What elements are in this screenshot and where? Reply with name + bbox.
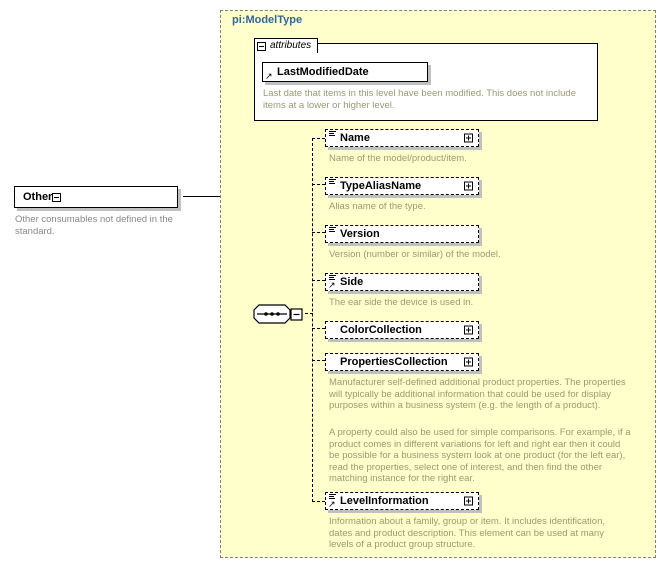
- plus-toggle-icon[interactable]: [464, 357, 473, 367]
- tree-branch-version: [312, 232, 325, 233]
- element-other[interactable]: Other: [14, 186, 178, 208]
- element-typealiasname-label: TypeAliasName: [340, 180, 422, 192]
- tree-stub-sequence: [305, 313, 313, 314]
- minus-toggle-icon[interactable]: [257, 41, 266, 51]
- plus-toggle-icon[interactable]: [464, 325, 473, 335]
- documentation-icon: [329, 494, 336, 501]
- element-name[interactable]: Name: [325, 129, 479, 147]
- element-side-label: Side: [340, 276, 364, 288]
- plus-toggle-icon[interactable]: [464, 181, 473, 191]
- sequence-compositor-icon: [253, 304, 303, 324]
- tree-branch-side: [312, 280, 325, 281]
- element-propertiescollection-annotation: Manufacturer self-defined additional pro…: [329, 377, 626, 411]
- element-side[interactable]: ↗ Side: [325, 273, 479, 291]
- tree-branch-name: [312, 138, 325, 139]
- tree-trunk: [312, 138, 313, 502]
- tree-branch-typealiasname: [312, 184, 325, 185]
- arrow-icon: ↗: [328, 499, 336, 509]
- attribute-lastmodifieddate[interactable]: ↗ LastModifiedDate: [262, 62, 428, 82]
- documentation-icon: [329, 179, 336, 186]
- element-levelinformation-label: LevelInformation: [340, 495, 429, 507]
- attributes-tab-label: attributes: [270, 40, 312, 51]
- element-propertiescollection-annotation-2: A property could also be used for simple…: [329, 427, 631, 484]
- element-side-annotation: The ear side the device is used in.: [329, 297, 474, 308]
- attribute-lastmodifieddate-label: LastModifiedDate: [277, 66, 369, 78]
- connector-other-to-type: [183, 196, 207, 197]
- tree-branch-colorcollection: [312, 328, 325, 329]
- element-version[interactable]: Version: [325, 225, 479, 243]
- element-levelinformation[interactable]: ↗ LevelInformation: [325, 492, 479, 510]
- element-name-annotation: Name of the model/product/item.: [329, 153, 467, 164]
- element-typealiasname-annotation: Alias name of the type.: [329, 201, 426, 212]
- element-propertiescollection[interactable]: PropertiesCollection: [325, 353, 479, 371]
- element-version-label: Version: [340, 228, 380, 240]
- tree-branch-propertiescollection: [312, 360, 325, 361]
- element-colorcollection[interactable]: ColorCollection: [325, 321, 479, 339]
- documentation-icon: [329, 275, 336, 282]
- arrow-icon: ↗: [265, 71, 273, 81]
- element-levelinformation-annotation: Information about a family, group or ite…: [329, 516, 605, 550]
- documentation-icon: [329, 131, 336, 138]
- tree-branch-levelinformation: [312, 501, 325, 502]
- element-propertiescollection-label: PropertiesCollection: [340, 356, 448, 368]
- element-version-annotation: Version (number or similar) of the model…: [329, 249, 501, 260]
- plus-toggle-icon[interactable]: [464, 133, 473, 143]
- plus-toggle-icon[interactable]: [464, 496, 473, 506]
- attributes-panel: [254, 43, 598, 121]
- sequence-compositor[interactable]: [253, 303, 305, 325]
- arrow-icon: ↗: [328, 280, 336, 290]
- element-typealiasname[interactable]: TypeAliasName: [325, 177, 479, 195]
- attributes-tab[interactable]: attributes: [254, 38, 319, 53]
- element-other-annotation: Other consumables not defined in the sta…: [15, 214, 173, 237]
- attribute-lastmodifieddate-annotation: Last date that items in this level have …: [263, 88, 576, 111]
- element-name-label: Name: [340, 132, 370, 144]
- documentation-icon: [329, 227, 336, 234]
- element-colorcollection-label: ColorCollection: [340, 324, 422, 336]
- element-other-label: Other: [23, 191, 53, 203]
- minus-toggle-icon[interactable]: [52, 192, 62, 202]
- complex-type-title: pi:ModelType: [232, 14, 303, 26]
